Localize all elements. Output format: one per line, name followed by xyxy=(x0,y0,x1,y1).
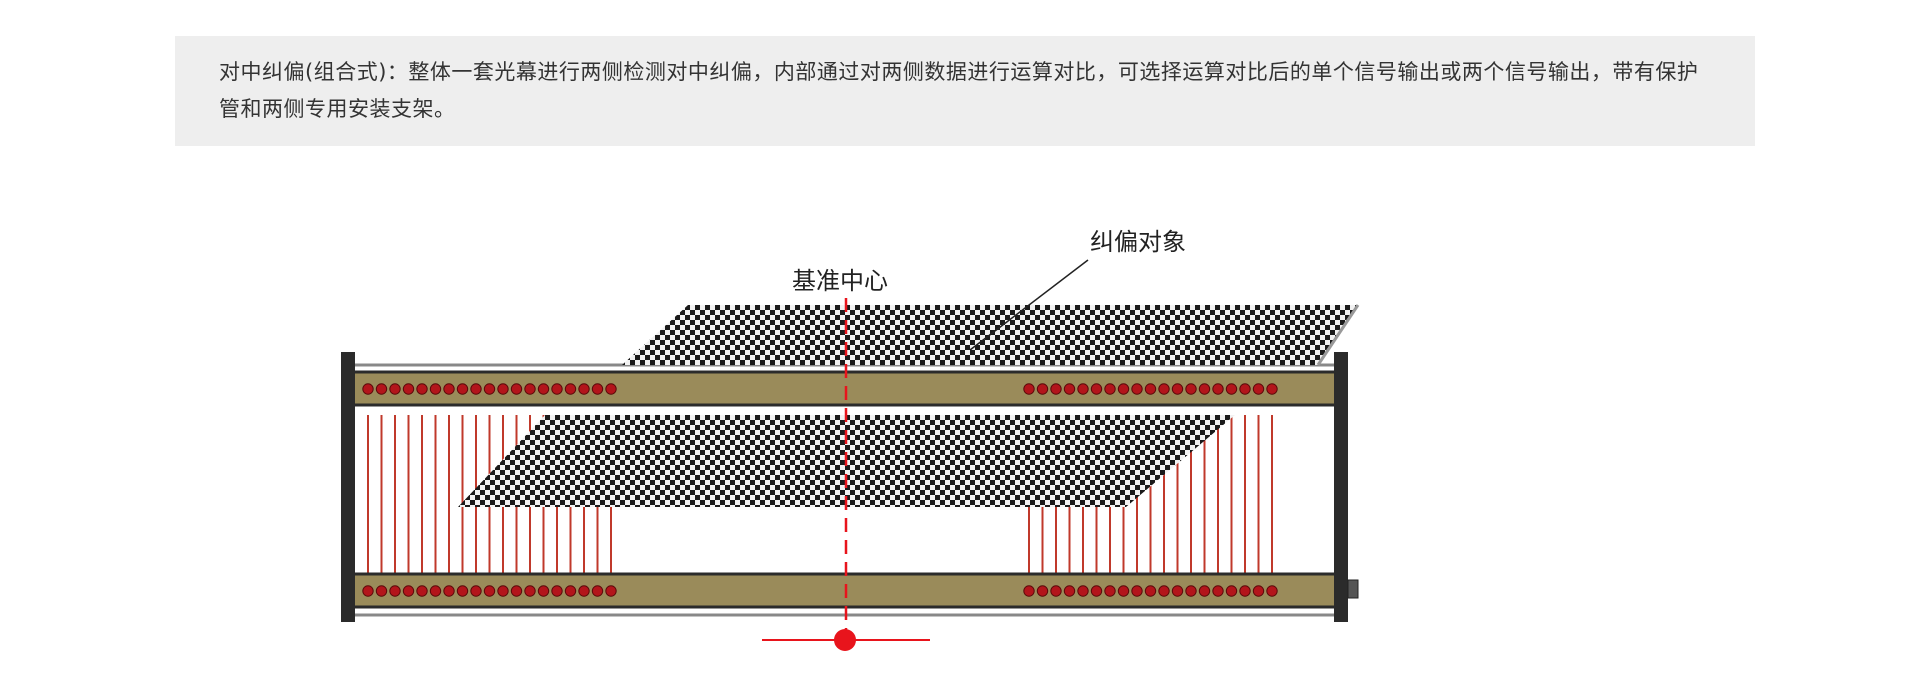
led-dot xyxy=(1144,585,1157,597)
led-dot xyxy=(1158,585,1170,597)
led-dot xyxy=(524,585,536,597)
led-dot xyxy=(1090,585,1103,597)
led-dot xyxy=(1225,383,1238,395)
led-dot xyxy=(402,585,415,597)
led-dot xyxy=(578,383,590,395)
led-dot xyxy=(1198,383,1211,395)
led-dot xyxy=(456,383,469,395)
led-dot xyxy=(429,585,442,597)
led-dot xyxy=(591,585,604,597)
center-dot xyxy=(834,629,856,651)
object-leader-line xyxy=(969,259,1089,351)
led-dot xyxy=(375,585,388,597)
led-dot xyxy=(1212,383,1224,395)
led-dot xyxy=(497,383,509,395)
led-dot xyxy=(1104,383,1116,395)
led-dot xyxy=(564,383,577,395)
led-dot xyxy=(1090,383,1103,395)
led-dot xyxy=(470,585,482,597)
right-connector xyxy=(1347,579,1359,599)
led-dot xyxy=(564,585,577,597)
led-dot xyxy=(389,383,401,395)
led-dot xyxy=(551,585,563,597)
led-dot xyxy=(1144,383,1157,395)
led-dot xyxy=(1185,383,1197,395)
led-dot xyxy=(1036,383,1049,395)
object-label: 纠偏对象 xyxy=(1090,228,1186,256)
led-dot xyxy=(443,585,455,597)
led-dot xyxy=(1131,383,1143,395)
led-dot xyxy=(389,585,401,597)
led-dot xyxy=(483,585,496,597)
center-label: 基准中心 xyxy=(792,267,888,295)
led-dot xyxy=(1158,383,1170,395)
led-dot xyxy=(551,383,563,395)
led-dot xyxy=(1225,585,1238,597)
led-dot xyxy=(443,383,455,395)
led-dot xyxy=(1239,585,1251,597)
led-dot xyxy=(605,383,617,395)
led-dot xyxy=(470,383,482,395)
description-text: 对中纠偏(组合式)：整体一套光幕进行两侧检测对中纠偏，内部通过对两侧数据进行运算… xyxy=(219,60,1699,121)
led-dot xyxy=(1036,585,1049,597)
led-dot xyxy=(429,383,442,395)
led-dot xyxy=(510,383,523,395)
led-dot xyxy=(605,585,617,597)
led-dot xyxy=(1239,383,1251,395)
led-dot xyxy=(375,383,388,395)
led-dot xyxy=(456,585,469,597)
led-dot xyxy=(1212,585,1224,597)
led-dot xyxy=(1104,585,1116,597)
led-dot xyxy=(1185,585,1197,597)
led-dot xyxy=(1198,585,1211,597)
led-dot xyxy=(578,585,590,597)
right-frame-post xyxy=(1334,352,1348,622)
led-dot xyxy=(1077,585,1089,597)
led-dot xyxy=(1023,585,1035,597)
led-dot xyxy=(1117,383,1130,395)
led-dot xyxy=(362,383,374,395)
led-dot xyxy=(537,585,550,597)
led-dot xyxy=(1252,585,1265,597)
led-dot xyxy=(1171,383,1184,395)
led-dot xyxy=(416,383,428,395)
led-dot xyxy=(1131,585,1143,597)
led-dot xyxy=(1252,383,1265,395)
led-dot xyxy=(497,585,509,597)
led-group xyxy=(362,383,1278,597)
led-dot xyxy=(402,383,415,395)
led-dot xyxy=(1171,585,1184,597)
led-dot xyxy=(1077,383,1089,395)
led-dot xyxy=(416,585,428,597)
target-object-edge xyxy=(1316,304,1360,366)
led-dot xyxy=(1266,585,1278,597)
led-dot xyxy=(1117,585,1130,597)
led-dot xyxy=(1050,383,1062,395)
left-frame-post xyxy=(341,352,355,622)
led-dot xyxy=(1063,585,1076,597)
led-dot xyxy=(1023,383,1035,395)
led-dot xyxy=(510,585,523,597)
led-dot xyxy=(1266,383,1278,395)
led-dot xyxy=(537,383,550,395)
led-dot xyxy=(362,585,374,597)
led-dot xyxy=(524,383,536,395)
led-dot xyxy=(1063,383,1076,395)
led-dot xyxy=(483,383,496,395)
led-dot xyxy=(591,383,604,395)
description-panel: 对中纠偏(组合式)：整体一套光幕进行两侧检测对中纠偏，内部通过对两侧数据进行运算… xyxy=(175,36,1755,146)
led-dot xyxy=(1050,585,1062,597)
